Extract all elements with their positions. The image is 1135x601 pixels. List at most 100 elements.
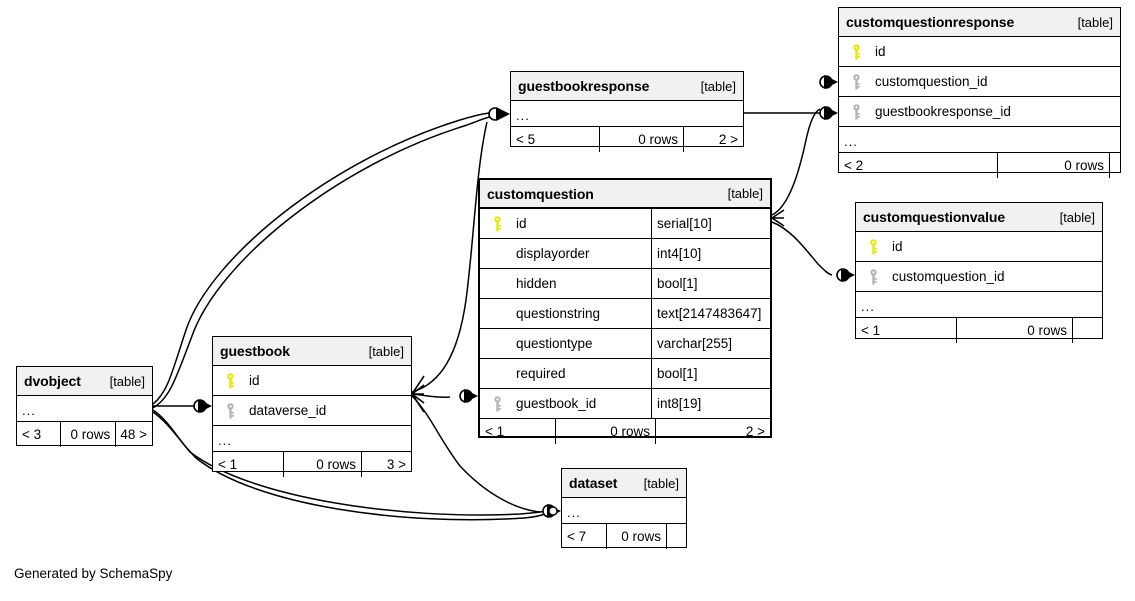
- table-type-tag: [table]: [643, 475, 679, 491]
- footer-right[interactable]: 2 >: [655, 419, 770, 444]
- foreign-key-icon: [219, 402, 241, 419]
- arrowhead-cqr-guestbookresponse: [824, 106, 838, 120]
- more-columns-ellipsis[interactable]: ...: [562, 498, 686, 524]
- column-type-cell: bool[1]: [651, 269, 770, 298]
- column-row[interactable]: customquestion_id: [856, 262, 1102, 292]
- footer-left[interactable]: < 2: [844, 158, 864, 173]
- column-type-cell: serial[10]: [651, 209, 770, 238]
- table-title: customquestionvalue: [863, 209, 1006, 225]
- footer-middle[interactable]: 0 rows: [283, 452, 361, 477]
- column-row[interactable]: id serial[10]: [480, 209, 770, 239]
- edge-customquestion-customquestionvalue: [771, 221, 833, 276]
- footer-right[interactable]: 48 >: [115, 422, 152, 447]
- footer-left[interactable]: < 1: [218, 457, 238, 472]
- table-title: customquestionresponse: [846, 14, 1015, 30]
- table-header-dataset: dataset [table]: [562, 469, 686, 498]
- column-label: id: [516, 216, 527, 231]
- footer-right[interactable]: [1109, 153, 1120, 178]
- table-dataset[interactable]: dataset [table]... < 7 0 rows: [561, 468, 687, 549]
- footer-middle[interactable]: 0 rows: [956, 318, 1072, 343]
- table-footer-dataset: < 7 0 rows: [562, 524, 686, 549]
- column-label: id: [249, 373, 260, 388]
- edge-guestbook-customquestion: [411, 393, 451, 398]
- column-label: guestbook_id: [516, 396, 597, 411]
- column-row[interactable]: customquestion_id: [839, 67, 1120, 97]
- footer-right[interactable]: [666, 524, 686, 549]
- more-columns-ellipsis[interactable]: ...: [839, 127, 1120, 153]
- column-name-cell: displayorder: [480, 239, 651, 268]
- column-row[interactable]: guestbookresponse_id: [839, 97, 1120, 127]
- more-columns-ellipsis[interactable]: ...: [511, 101, 743, 127]
- column-label: questiontype: [516, 336, 593, 351]
- footer-left[interactable]: < 1: [485, 424, 505, 439]
- more-columns-ellipsis[interactable]: ...: [856, 292, 1102, 318]
- table-title: guestbook: [220, 343, 290, 359]
- column-name-cell: id: [856, 232, 1102, 261]
- generator-credit: Generated by SchemaSpy: [14, 566, 173, 581]
- optional-marker-dataset-2: [548, 506, 558, 516]
- column-row[interactable]: id: [213, 366, 411, 396]
- footer-right[interactable]: 3 >: [361, 452, 411, 477]
- column-label: id: [892, 239, 903, 254]
- footer-left[interactable]: < 7: [567, 529, 587, 544]
- column-name-cell: id: [213, 366, 411, 395]
- column-row[interactable]: dataverse_id: [213, 396, 411, 426]
- column-label: guestbookresponse_id: [875, 104, 1011, 119]
- optional-marker-cqr-customquestion: [819, 75, 833, 89]
- table-title: dvobject: [24, 373, 81, 389]
- column-name-cell: required: [480, 359, 651, 388]
- column-label: id: [875, 44, 886, 59]
- optional-marker-customquestionvalue: [836, 268, 850, 282]
- footer-middle[interactable]: 0 rows: [59, 422, 115, 447]
- primary-key-icon: [845, 43, 867, 60]
- table-header-dvobject: dvobject[table]: [17, 367, 152, 396]
- footer-right[interactable]: 2 >: [683, 127, 743, 152]
- column-name-cell: id: [839, 37, 1120, 66]
- column-row[interactable]: id: [856, 232, 1102, 262]
- column-name-cell: guestbookresponse_id: [839, 97, 1120, 126]
- column-name-cell: customquestion_id: [856, 262, 1102, 291]
- column-name-cell: customquestion_id: [839, 67, 1120, 96]
- column-type-cell: text[2147483647]: [651, 299, 770, 328]
- column-row[interactable]: questionstring text[2147483647]: [480, 299, 770, 329]
- table-footer-customquestionvalue: < 1 0 rows: [856, 318, 1102, 343]
- footer-left[interactable]: < 5: [516, 132, 536, 147]
- table-customquestionresponse[interactable]: customquestionresponse[table] id customque…: [838, 7, 1121, 178]
- footer-middle[interactable]: 0 rows: [599, 127, 683, 152]
- footer-left[interactable]: < 1: [861, 323, 881, 338]
- arrowhead-customquestion-fk: [464, 389, 478, 403]
- footer-middle[interactable]: 0 rows: [555, 419, 655, 444]
- table-header-customquestionresponse: customquestionresponse[table]: [839, 8, 1120, 37]
- table-type-tag: [table]: [727, 186, 763, 201]
- column-type-cell: int4[10]: [651, 239, 770, 268]
- column-label: questionstring: [516, 306, 601, 321]
- column-row[interactable]: hidden bool[1]: [480, 269, 770, 299]
- more-columns-ellipsis[interactable]: ...: [17, 396, 152, 422]
- footer-left[interactable]: < 3: [22, 427, 42, 442]
- crowfoot-guestbook-1: [411, 384, 425, 404]
- footer-middle[interactable]: 0 rows: [997, 153, 1109, 178]
- table-title: dataset: [569, 475, 618, 491]
- footer-middle[interactable]: 0 rows: [606, 524, 666, 549]
- crowfoot-customquestion: [771, 209, 785, 227]
- table-header-guestbookresponse: guestbookresponse[table]: [511, 72, 743, 101]
- arrowhead-cqr-customquestion: [824, 75, 838, 89]
- column-label: hidden: [516, 276, 557, 291]
- column-label: dataverse_id: [249, 403, 327, 418]
- column-row[interactable]: id: [839, 37, 1120, 67]
- footer-right[interactable]: [1072, 318, 1102, 343]
- arrowhead-guestbookresponse: [496, 107, 510, 121]
- column-name-cell: guestbook_id: [480, 389, 651, 418]
- more-columns-ellipsis[interactable]: ...: [213, 426, 411, 452]
